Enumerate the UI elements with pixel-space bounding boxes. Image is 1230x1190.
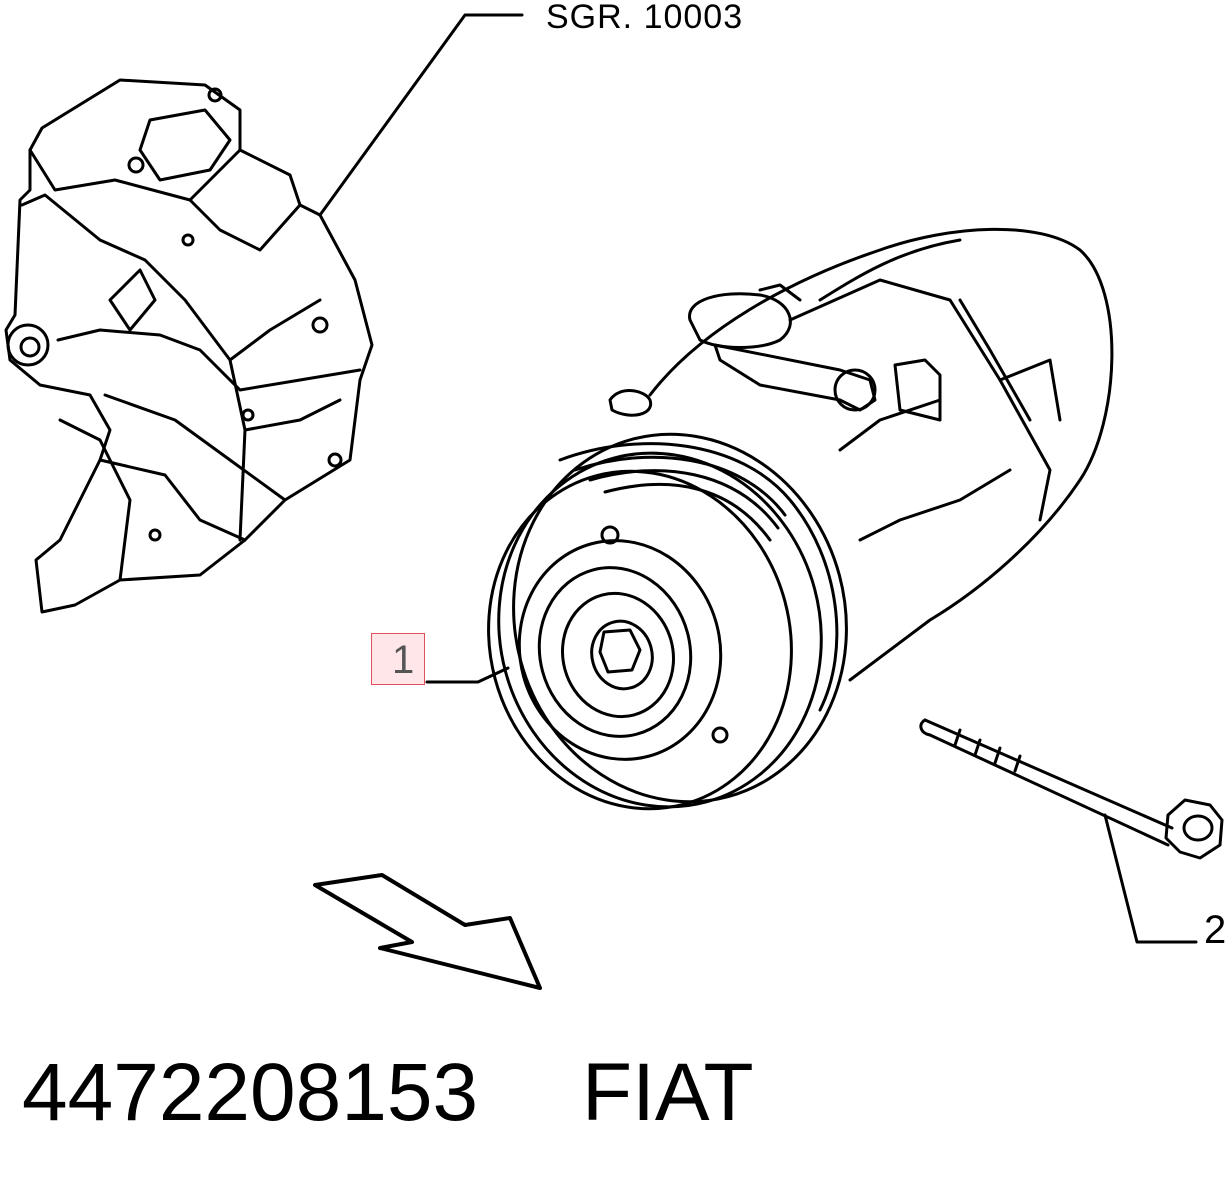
callout-2-number[interactable]: 2 [1204, 908, 1227, 952]
callout-1-highlight[interactable]: 1 [371, 633, 425, 685]
mounting-bracket [4, 78, 374, 614]
brand-name: FIAT [582, 1047, 754, 1138]
callout-1-number: 1 [392, 638, 415, 682]
reference-leader-line [318, 13, 524, 217]
ac-compressor [487, 227, 1114, 811]
part-number: 4472208153 [22, 1047, 479, 1138]
callout-2-leader-line [1103, 813, 1198, 944]
direction-arrow [313, 873, 542, 990]
bolt [919, 718, 1224, 860]
reference-label: SGR. 10003 [546, 0, 744, 36]
callout-1-leader-line [425, 666, 510, 684]
